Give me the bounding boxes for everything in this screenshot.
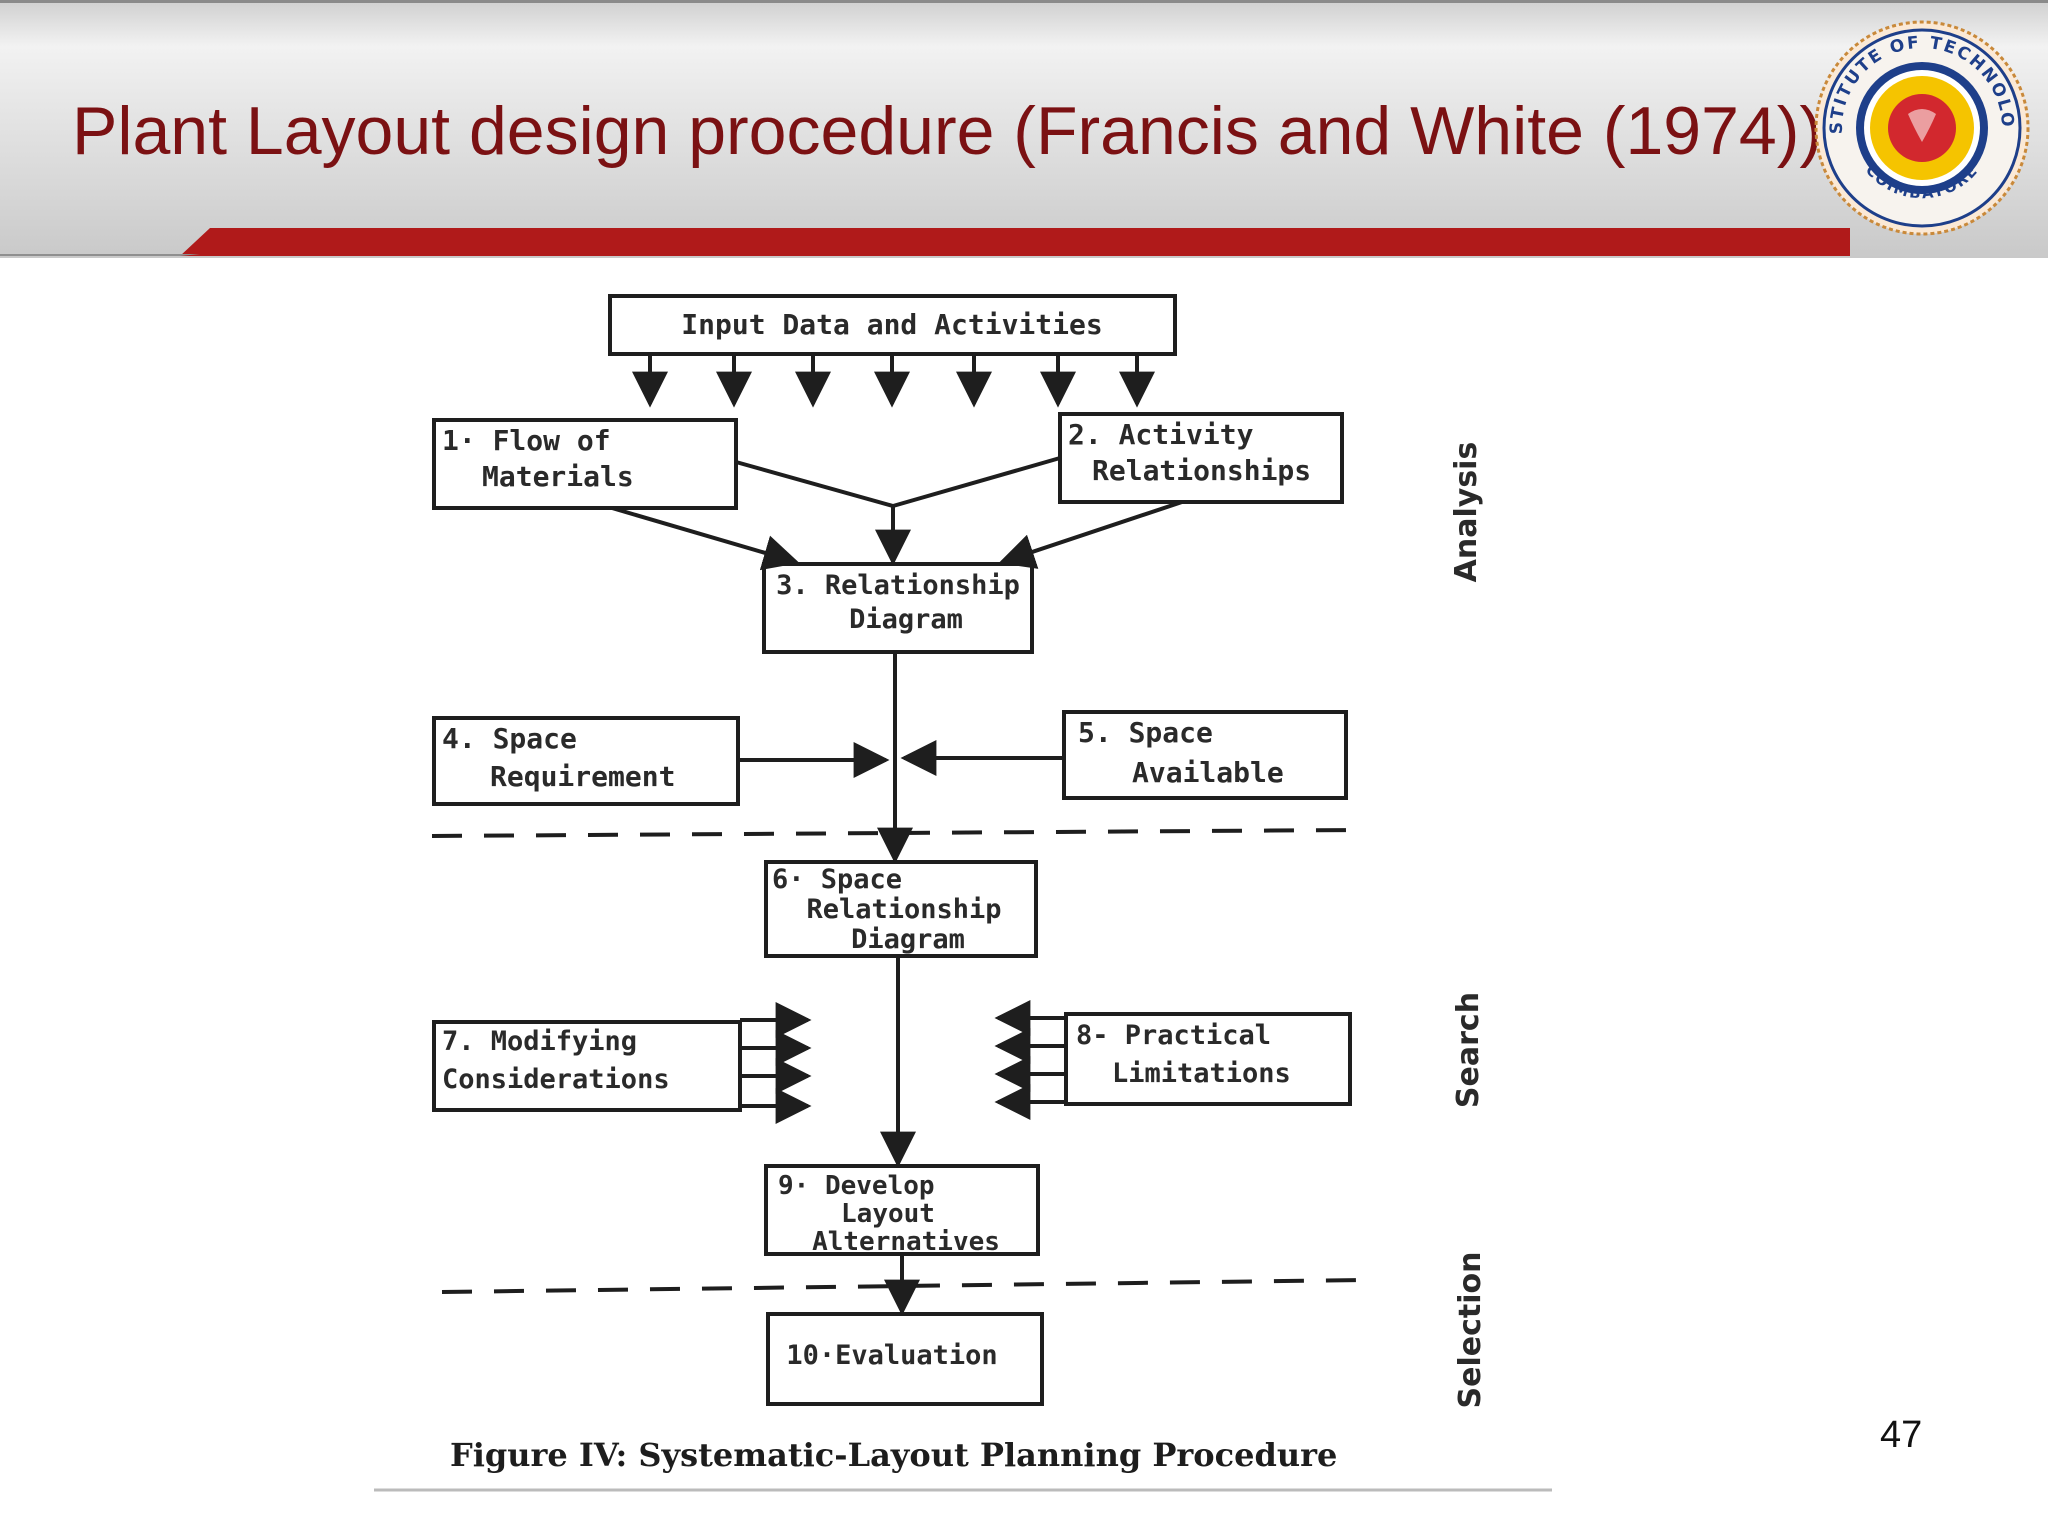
- box10-line1: 10·Evaluation: [786, 1340, 997, 1371]
- box2-line1: 2. Activity: [1068, 418, 1254, 451]
- box4-line2: Requirement: [490, 760, 675, 793]
- box6-line1: 6· Space: [772, 864, 902, 895]
- figure-caption: Figure IV: Systematic-Layout Planning Pr…: [450, 1436, 1337, 1474]
- header-accent-band: [0, 228, 1850, 256]
- box9-line2: Layout: [841, 1199, 935, 1229]
- merge-connectors: [611, 456, 1183, 571]
- box1-line2: Materials: [482, 460, 634, 493]
- box6-line2: Relationship: [806, 894, 1001, 925]
- box5-line2: Available: [1132, 756, 1284, 789]
- phase-label-analysis: Analysis: [1449, 442, 1484, 583]
- limitation-arrows: [994, 1000, 1066, 1120]
- box7-line2: Considerations: [442, 1064, 670, 1095]
- box-practical-limitations: [1064, 1012, 1352, 1106]
- box3-line1: 3. Relationship: [776, 570, 1020, 601]
- box5-line1: 5. Space: [1078, 716, 1213, 749]
- main-flow-line: [877, 652, 920, 1316]
- box9-line3: Alternatives: [812, 1227, 1000, 1257]
- box8-line1: 8- Practical: [1076, 1020, 1271, 1051]
- box1-line1: 1· Flow of: [442, 424, 611, 457]
- box6-line3: Diagram: [851, 924, 965, 955]
- phase-label-selection: Selection: [1453, 1252, 1488, 1409]
- box-modifying-considerations: [432, 1020, 742, 1112]
- box4-line1: 4. Space: [442, 722, 577, 755]
- input-label: Input Data and Activities: [681, 308, 1102, 341]
- slide-number: 47: [1880, 1414, 1923, 1456]
- box3-line2: Diagram: [849, 604, 963, 635]
- modifying-arrows: [740, 1002, 812, 1124]
- input-arrows: [632, 354, 1155, 408]
- slide-title: Plant Layout design procedure (Francis a…: [72, 93, 1823, 169]
- phase-label-search: Search: [1451, 992, 1486, 1108]
- box2-line2: Relationships: [1092, 454, 1311, 487]
- box8-line2: Limitations: [1112, 1058, 1291, 1089]
- institute-logo: INSTITUTE OF TECHNOLOGY COIMBATORE: [1812, 18, 2030, 236]
- box-space-available: [1062, 710, 1348, 800]
- header-top-line: [0, 0, 2048, 3]
- slide-header: Plant Layout design procedure (Francis a…: [0, 0, 2048, 258]
- box7-line1: 7. Modifying: [442, 1026, 637, 1057]
- box9-line1: 9· Develop: [778, 1171, 935, 1201]
